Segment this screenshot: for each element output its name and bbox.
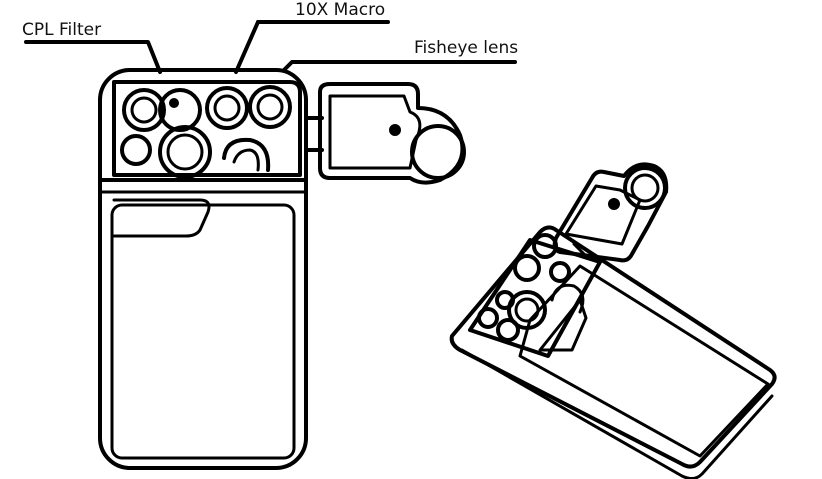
- flash-ring-inner: [234, 150, 258, 170]
- cpl-leader-line: [26, 42, 160, 72]
- perspective-phone-body: [452, 227, 775, 466]
- persp-fisheye-clip: [555, 164, 667, 260]
- macro-lens-label: 10X Macro: [295, 0, 386, 20]
- fisheye-lens-hole: [391, 126, 399, 134]
- phone-inner-body: [112, 205, 294, 458]
- persp-lens-3: [551, 263, 569, 281]
- perspective-module: [470, 240, 600, 356]
- phone-front-view: [100, 70, 322, 468]
- fisheye-clip-inner: [330, 96, 420, 168]
- fisheye-lens-label: Fisheye lens: [414, 38, 519, 58]
- lens-cpl-top: [124, 90, 164, 130]
- phone-perspective-view: [452, 164, 775, 478]
- persp-hinge: [574, 244, 584, 254]
- macro-leader-drop: [236, 22, 258, 72]
- persp-lens-6: [479, 309, 497, 327]
- lens-cpl-mid: [160, 90, 200, 130]
- persp-lens-7: [498, 320, 518, 340]
- perspective-clip: [540, 300, 586, 350]
- persp-fisheye-lens: [625, 168, 665, 208]
- perspective-screen: [520, 266, 768, 456]
- lens-macro-inner: [215, 96, 239, 120]
- flash-ring: [224, 140, 268, 170]
- callout-lines: [26, 22, 515, 72]
- lens-macro: [207, 88, 247, 128]
- lens-module-outline: [114, 82, 300, 175]
- persp-fisheye-clip-inner: [566, 186, 640, 244]
- persp-fisheye-lens-inner: [632, 175, 658, 201]
- clip-tab: [114, 200, 209, 236]
- lens-dot: [171, 100, 177, 106]
- lens-fisheye-top-inner: [258, 95, 282, 119]
- persp-flash-ring: [552, 285, 583, 312]
- cpl-filter-label: CPL Filter: [22, 20, 102, 40]
- lens-small-left: [122, 136, 150, 164]
- lens-fisheye-top: [250, 87, 290, 127]
- lens-main-inner: [168, 135, 202, 169]
- persp-fisheye-dot: [610, 200, 618, 208]
- persp-lens-2: [515, 256, 539, 280]
- persp-lens-5: [509, 292, 545, 328]
- fisheye-lens-circle: [412, 126, 464, 178]
- lens-cpl-top-inner: [132, 98, 156, 122]
- fisheye-clip-front: [320, 84, 464, 183]
- phone-body: [100, 70, 306, 468]
- persp-lens-5-inner: [516, 299, 538, 321]
- perspective-phone-edge: [462, 350, 772, 479]
- lens-main: [160, 127, 210, 177]
- fisheye-leader-line: [284, 62, 515, 70]
